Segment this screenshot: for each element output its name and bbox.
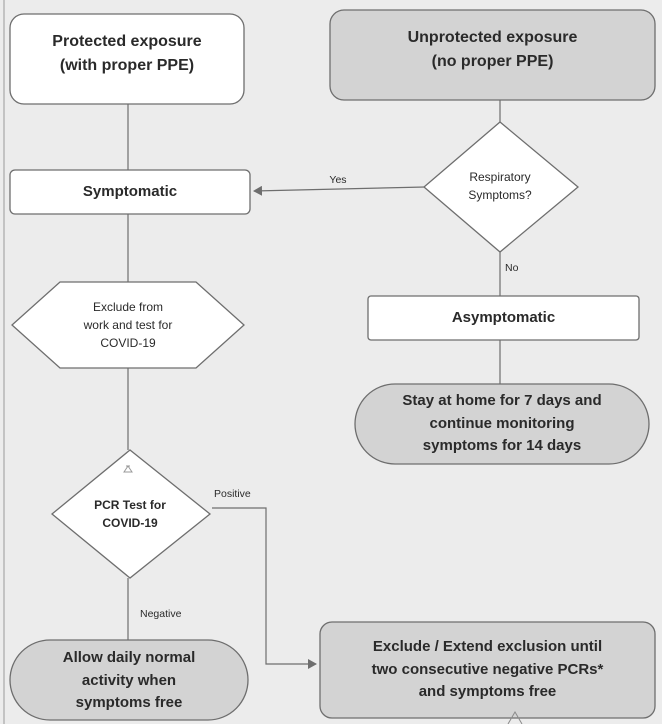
- pcr-test-diamond: [50, 449, 212, 579]
- stay-home-terminal: [354, 383, 650, 465]
- symptomatic-label: Symptomatic: [82, 183, 178, 200]
- edge-label-positive: Positive: [214, 488, 251, 500]
- asymptomatic-box: [367, 295, 640, 341]
- allow-activity-label: Allow daily normal activity when symptom…: [62, 649, 196, 711]
- symptomatic-box: [9, 169, 251, 215]
- edge-label-negative: Negative: [140, 608, 182, 620]
- stay-home-label: Stay at home for 7 days and continue mon…: [402, 392, 602, 454]
- exclude-and-test-hexagon: [11, 281, 245, 369]
- unprotected-exposure-label: Unprotected exposure (no proper PPE): [407, 29, 578, 70]
- unprotected-exposure-box: [329, 9, 656, 101]
- protected-exposure-label: Protected exposure (with proper PPE): [52, 33, 202, 74]
- asymptomatic-label: Asymptomatic: [451, 309, 556, 326]
- respiratory-symptoms-label: Respiratory Symptoms?: [468, 170, 532, 202]
- exclude-and-test-label: Exclude from work and test for COVID-19: [83, 300, 173, 350]
- exclude-extend-box: [319, 621, 656, 719]
- connector-positive-arrow: [212, 507, 317, 669]
- protected-exposure-box: [9, 13, 245, 105]
- connectors: [127, 100, 501, 669]
- edge-label-no: No: [505, 262, 519, 274]
- allow-activity-terminal: [9, 639, 249, 721]
- respiratory-symptoms-diamond: [422, 121, 580, 253]
- connector-yes-arrow: [253, 185, 426, 196]
- scan-mark-icon: [507, 711, 523, 724]
- exclude-extend-label: Exclude / Extend exclusion until two con…: [371, 638, 604, 700]
- pcr-test-label: PCR Test for COVID-19: [94, 498, 166, 530]
- edge-label-yes: Yes: [329, 174, 347, 186]
- flask-icon: [123, 465, 133, 473]
